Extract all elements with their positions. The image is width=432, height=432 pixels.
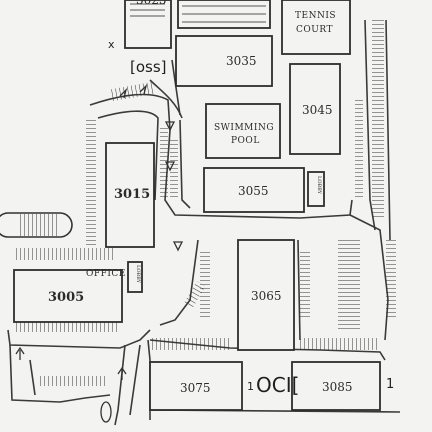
handwritten-one-a: 1 <box>247 380 254 393</box>
label-3085: 3085 <box>322 380 353 394</box>
label-3065: 3065 <box>251 289 282 303</box>
parking-row <box>109 81 155 102</box>
parking-row <box>355 100 363 200</box>
parking-row <box>300 338 380 350</box>
hatching <box>130 3 266 23</box>
handwritten-oss: [oss] <box>130 58 167 76</box>
parking-row <box>14 248 114 260</box>
label-3025: 3025 <box>136 0 167 7</box>
building-3055-lobby <box>307 171 325 207</box>
label-3075: 3075 <box>180 381 211 395</box>
parking-stalls <box>14 20 396 386</box>
label-3045: 3045 <box>302 103 333 117</box>
parking-row <box>300 250 310 320</box>
parking-loop <box>0 212 73 238</box>
building-3055 <box>203 167 305 213</box>
building-3035 <box>175 35 273 87</box>
handwritten-one-b: 1 <box>386 377 394 392</box>
direction-arrows <box>15 83 184 423</box>
office-lobby <box>127 261 143 293</box>
label-3005: 3005 <box>48 290 84 305</box>
building-3085 <box>291 361 381 411</box>
tennis-court <box>281 0 351 55</box>
parking-row <box>183 281 206 309</box>
parking-row <box>338 240 360 330</box>
building-3075 <box>149 361 243 411</box>
building-3005 <box>13 269 123 323</box>
label-office-lobby: LOBBY <box>135 265 141 284</box>
parking-row <box>86 118 96 248</box>
label-3035: 3035 <box>226 54 257 68</box>
parking-row <box>372 20 384 220</box>
building-3045 <box>289 63 341 155</box>
label-court: COURT <box>296 25 333 35</box>
label-3015: 3015 <box>114 187 150 202</box>
building-3065 <box>237 239 295 351</box>
parking-row <box>170 140 178 200</box>
parking-row <box>386 240 396 320</box>
label-3055-lobby: LOBBY <box>316 176 322 195</box>
label-office: OFFICE <box>86 269 126 279</box>
parking-row <box>150 338 230 350</box>
parking-row <box>200 250 210 320</box>
swimming-pool <box>205 103 281 159</box>
parking-row <box>16 320 120 332</box>
label-tennis: TENNIS <box>295 11 336 21</box>
building-3025 <box>124 0 172 49</box>
label-swimming: SWIMMING <box>214 123 274 133</box>
handwritten-x: x <box>108 38 115 51</box>
parking-row <box>38 376 108 386</box>
handwritten-oci: OCI[ <box>256 373 299 397</box>
label-3055: 3055 <box>238 184 269 198</box>
label-pool: POOL <box>231 136 260 146</box>
building-3015 <box>105 142 155 248</box>
parking-row <box>160 128 168 198</box>
